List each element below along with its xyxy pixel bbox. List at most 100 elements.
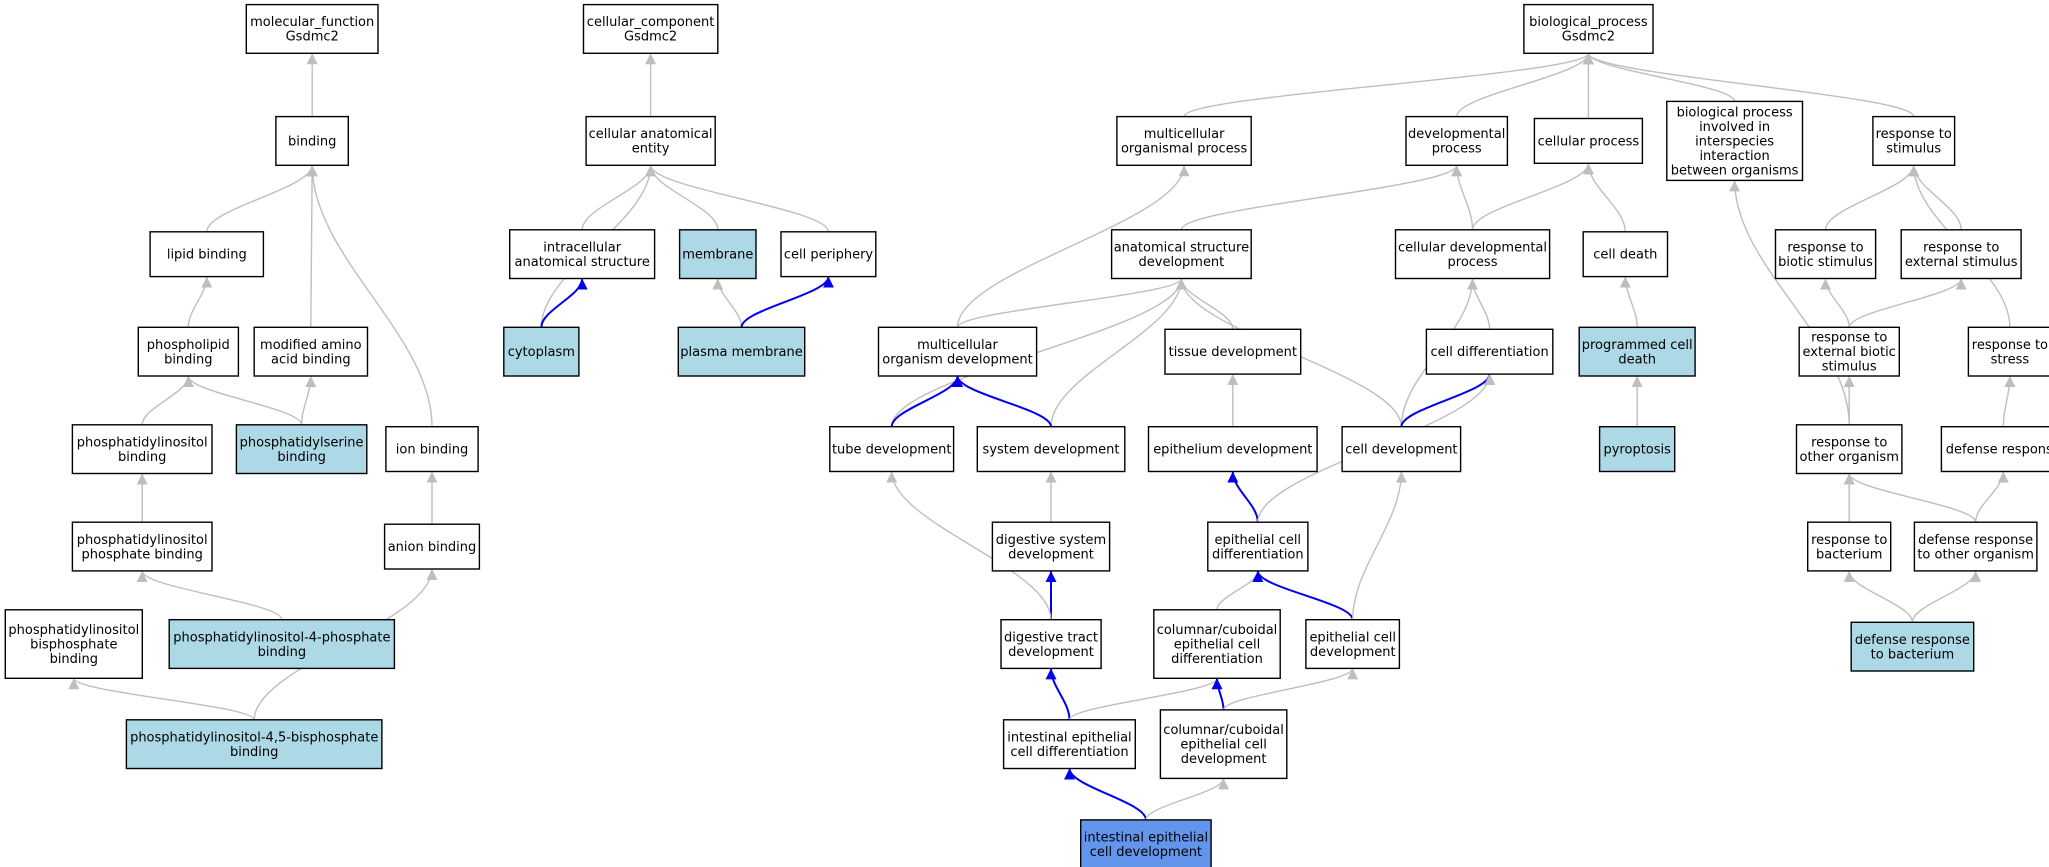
go-term-label: differentiation (1212, 547, 1304, 562)
go-term-label: development (1181, 752, 1267, 767)
go-term-label: to bacterium (1871, 647, 1955, 662)
is-a-edge (1911, 570, 1982, 623)
go-term-label: Gsdmc2 (1562, 30, 1615, 45)
go-term-box (829, 426, 955, 473)
go-term-label: multicellular (917, 338, 998, 353)
go-term-label: interaction (1699, 149, 1769, 164)
go-term-label: bisphosphate (30, 638, 117, 653)
go-term-label: epithelial cell (1180, 738, 1267, 753)
is-a-edge (956, 278, 1187, 328)
go-term-label: binding (277, 450, 325, 465)
go-term-label: phospholipid (147, 338, 230, 353)
go-term-label: modified amino (260, 338, 362, 353)
go-term-label: epithelial cell (1309, 630, 1396, 645)
go-term-box (71, 424, 213, 475)
go-term-label: response to (1811, 435, 1887, 450)
go-term-label: digestive system (996, 533, 1106, 548)
go-term-label: epithelium development (1153, 443, 1312, 458)
is-a-edge (1619, 276, 1638, 328)
go-term-box (1394, 229, 1551, 280)
go-term-box (1774, 229, 1877, 280)
go-term-label: process (1448, 255, 1498, 270)
go-term-box (1207, 521, 1309, 572)
go-term-box (1153, 609, 1281, 679)
go-term-label: binding (288, 134, 336, 149)
go-term-label: columnar/cuboidal (1157, 623, 1278, 638)
is-a-edge (956, 165, 1190, 328)
go-term-label: Gsdmc2 (624, 30, 677, 45)
go-term-label: tissue development (1169, 345, 1297, 360)
go-term-label: developmental (1408, 127, 1505, 142)
go-term-label: response to (1787, 241, 1863, 256)
go-term-label: response to (1811, 331, 1887, 346)
go-term-node: ion binding (385, 426, 479, 473)
go-term-box (1598, 426, 1676, 473)
is-a-edge (1471, 163, 1594, 230)
go-term-label: epithelial cell (1174, 638, 1261, 653)
go-term-node: cell periphery (780, 231, 877, 278)
is-a-edge (1582, 163, 1626, 232)
go-term-label: phosphatidylinositol (77, 435, 208, 450)
go-term-label: response to (1923, 241, 1999, 256)
go-term-label: cellular anatomical (589, 127, 713, 142)
go-term-label: membrane (682, 248, 753, 263)
go-term-label: stress (1991, 352, 2030, 367)
go-term-box (137, 326, 240, 377)
go-term-label: cell development (1345, 443, 1457, 458)
is-a-edge (1820, 278, 1850, 328)
go-term-label: organismal process (1121, 142, 1247, 157)
go-term-box (991, 521, 1111, 572)
go-term-box (1806, 521, 1892, 572)
go-term-label: pyroptosis (1603, 443, 1671, 458)
go-term-label: digestive tract (1004, 630, 1098, 645)
go-term-box (1002, 719, 1136, 770)
go-term-box (1798, 326, 1900, 377)
part-of-edge (1252, 570, 1354, 621)
is-a-edge (1974, 471, 2009, 523)
go-term-label: intracellular (543, 241, 621, 256)
go-term-label: cellular process (1538, 134, 1640, 149)
go-term-node: membrane (678, 229, 757, 280)
go-term-label: between organisms (1671, 163, 1799, 178)
go-term-label: interspecies (1695, 134, 1774, 149)
is-a-edge (1843, 570, 1914, 623)
go-term-label: binding (258, 645, 306, 660)
go-term-label: cell death (1593, 248, 1657, 263)
go-term-node: pyroptosis (1598, 426, 1676, 473)
is-a-edge (306, 165, 433, 427)
part-of-edge (1064, 768, 1147, 821)
is-a-edge (1352, 471, 1407, 620)
go-term-label: cell periphery (784, 248, 874, 263)
go-term-label: epithelial cell (1215, 533, 1302, 548)
go-term-box (503, 326, 580, 377)
go-term-label: cellular_component (587, 15, 715, 30)
go-term-box (1110, 229, 1252, 280)
go-term-node: plasma membrane (677, 326, 806, 377)
go-term-label: to other organism (1917, 547, 2034, 562)
go-term-box (275, 115, 349, 166)
go-term-label: binding (230, 745, 278, 760)
go-term-label: differentiation (1171, 652, 1263, 667)
go-term-label: cytoplasm (508, 345, 575, 360)
is-a-edge (1824, 165, 1920, 230)
go-term-box (1872, 115, 1956, 166)
go-term-box (1341, 426, 1462, 473)
go-term-box (1164, 328, 1302, 375)
go-term-label: external stimulus (1905, 255, 2018, 270)
go-term-box (1582, 231, 1669, 278)
is-a-edge (1222, 668, 1359, 711)
part-of-edge (540, 278, 588, 328)
